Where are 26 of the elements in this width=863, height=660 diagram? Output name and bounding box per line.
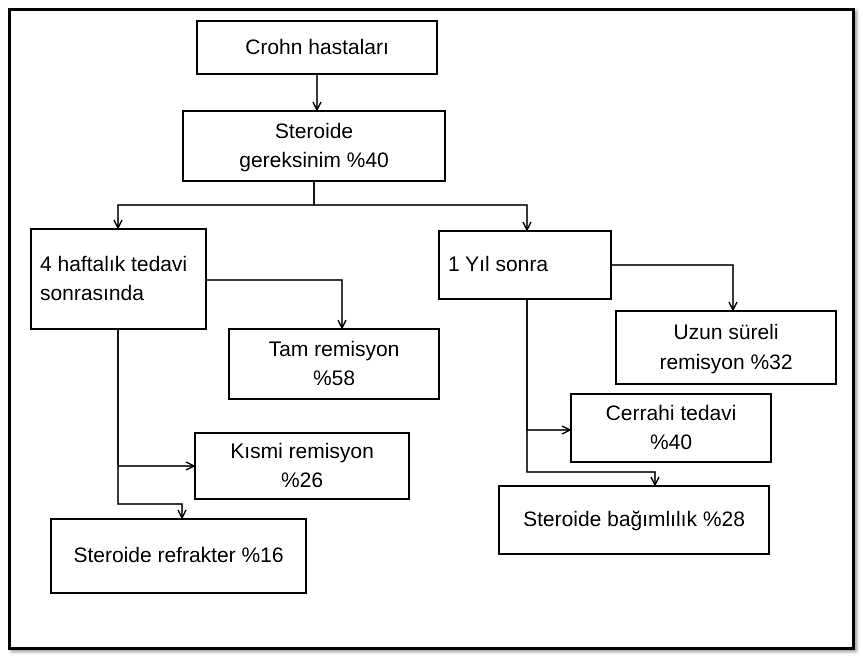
box-label: Tam remisyon %58 [268,336,400,392]
box-label: Crohn hastaları [245,34,389,61]
process-box [570,393,772,463]
box-label: Steroide refrakter %16 [73,543,284,570]
box-label: 1 Yıl sonra [448,252,548,278]
process-box [498,485,770,555]
arrow [612,264,738,311]
arrow [312,75,322,111]
process-box [615,310,837,385]
process-box [30,228,207,330]
process-box [228,328,440,400]
box-label: Uzun süreli remisyon %32 [658,320,794,376]
process-box [50,518,307,594]
arrow [526,300,660,486]
box-label: Steroide gereksinim %40 [238,118,390,174]
box-label: Cerrahi tedavi %40 [604,400,738,456]
process-box [182,110,446,182]
arrow [313,182,532,231]
arrow [207,279,347,329]
process-box [196,20,438,75]
process-box [194,432,410,500]
box-label: Kısmi remisyon %26 [229,438,375,494]
arrow [117,330,187,519]
process-box [438,230,612,300]
box-label: Steroide bağımlılık %28 [523,507,745,534]
box-label: 4 haftalık tedavi sonrasında [40,252,188,307]
